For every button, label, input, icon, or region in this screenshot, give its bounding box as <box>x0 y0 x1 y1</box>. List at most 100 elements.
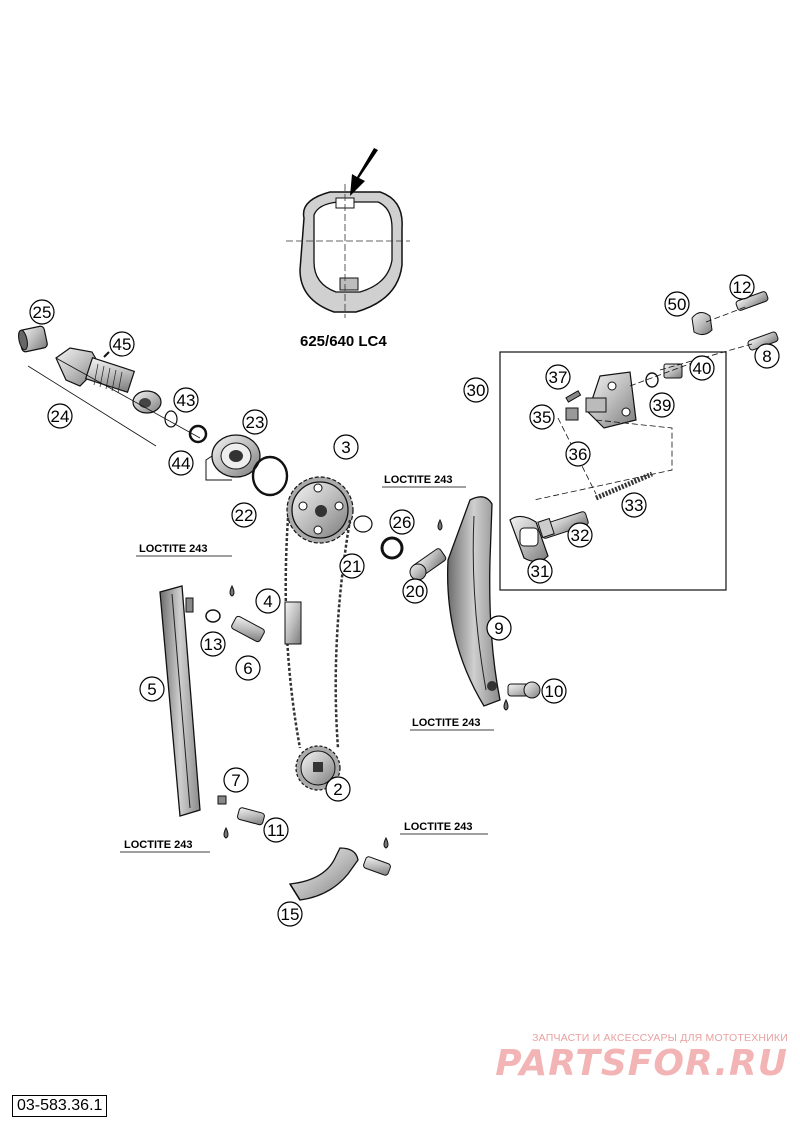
callout-circle <box>235 655 261 681</box>
callout-4: 4 <box>255 588 281 614</box>
callout-circle <box>255 588 281 614</box>
callout-44: 44 <box>168 450 194 476</box>
callout-36: 36 <box>565 441 591 467</box>
bolt-20 <box>409 548 447 581</box>
callout-number: 3 <box>341 438 350 457</box>
bolt-10 <box>507 681 541 699</box>
callout-15: 15 <box>277 901 303 927</box>
callout-number: 36 <box>569 445 588 464</box>
callout-circle <box>729 274 755 300</box>
callout-45: 45 <box>109 331 135 357</box>
callout-6: 6 <box>235 655 261 681</box>
callout-circle <box>389 509 415 535</box>
callout-number: 45 <box>113 335 132 354</box>
tensioner-kit-box <box>499 351 727 591</box>
callout-circle <box>565 441 591 467</box>
callout-39: 39 <box>649 392 675 418</box>
callout-32: 32 <box>567 522 593 548</box>
callout-number: 7 <box>231 771 240 790</box>
callout-40: 40 <box>689 355 715 381</box>
callout-number: 35 <box>533 408 552 427</box>
callout-number: 26 <box>393 513 412 532</box>
callout-circle <box>263 817 289 843</box>
callout-number: 15 <box>281 905 300 924</box>
callout-number: 12 <box>733 278 752 297</box>
callout-37: 37 <box>545 364 571 390</box>
guide-15 <box>288 847 359 901</box>
callout-33: 33 <box>621 492 647 518</box>
engine-label: 625/640 LC4 <box>300 333 387 350</box>
callout-26: 26 <box>389 509 415 535</box>
callout-circle <box>621 492 647 518</box>
callout-number: 44 <box>172 454 191 473</box>
callout-circle <box>29 299 55 325</box>
callout-number: 8 <box>762 347 771 366</box>
camshaft-assembly <box>18 325 208 447</box>
callout-circle <box>463 377 489 403</box>
callout-number: 10 <box>545 682 564 701</box>
callout-circle <box>545 364 571 390</box>
callout-3: 3 <box>333 434 359 460</box>
callout-circle <box>139 676 165 702</box>
callout-number: 11 <box>267 821 285 840</box>
callout-number: 4 <box>263 592 272 611</box>
callout-35: 35 <box>529 404 555 430</box>
callout-circle <box>168 450 194 476</box>
loctite-label-3: LOCTITE 243 <box>412 717 480 729</box>
callout-7: 7 <box>223 767 249 793</box>
callout-number: 30 <box>467 381 486 400</box>
callout-circle <box>529 404 555 430</box>
cam-sprocket <box>286 476 354 544</box>
clip-50 <box>691 312 713 336</box>
callout-circle <box>649 392 675 418</box>
callout-circle <box>173 387 199 413</box>
watermark-logo: PARTSFOR.RU <box>495 1043 788 1084</box>
callout-12: 12 <box>729 274 755 300</box>
callout-circle <box>223 767 249 793</box>
callout-circle <box>47 403 73 429</box>
callout-circle <box>567 522 593 548</box>
callout-22: 22 <box>231 502 257 528</box>
callout-43: 43 <box>173 387 199 413</box>
loctite-label-1: LOCTITE 243 <box>139 543 207 555</box>
callout-circle <box>333 434 359 460</box>
callout-8: 8 <box>754 343 780 369</box>
callout-circle <box>200 631 226 657</box>
loctite-label-4: LOCTITE 243 <box>124 839 192 851</box>
callout-number: 22 <box>235 506 254 525</box>
arrow-icon <box>350 148 378 196</box>
callout-number: 9 <box>494 619 503 638</box>
callout-circle <box>402 578 428 604</box>
callout-50: 50 <box>664 291 690 317</box>
callout-circle <box>231 502 257 528</box>
callout-circle <box>339 553 365 579</box>
callout-circle <box>754 343 780 369</box>
callout-24: 24 <box>47 403 73 429</box>
callout-31: 31 <box>527 558 553 584</box>
callout-11: 11 <box>263 817 289 843</box>
callout-number: 39 <box>653 396 672 415</box>
callout-number: 2 <box>333 780 342 799</box>
callout-circle <box>527 558 553 584</box>
loctite-drop-icon <box>437 518 443 531</box>
callout-20: 20 <box>402 578 428 604</box>
callout-number: 33 <box>625 496 644 515</box>
timing-chain <box>284 517 352 749</box>
callout-5: 5 <box>139 676 165 702</box>
callout-number: 31 <box>531 562 550 581</box>
callout-circle <box>277 901 303 927</box>
callout-9: 9 <box>486 615 512 641</box>
callout-circle <box>486 615 512 641</box>
callout-10: 10 <box>541 678 567 704</box>
callout-13: 13 <box>200 631 226 657</box>
callout-circle <box>689 355 715 381</box>
callout-circle <box>109 331 135 357</box>
loctite-label-5: LOCTITE 243 <box>404 821 472 833</box>
callout-number: 13 <box>204 635 223 654</box>
callout-number: 20 <box>406 582 425 601</box>
callout-number: 23 <box>246 413 265 432</box>
watermark-tagline: ЗАПЧАСТИ И АКСЕССУАРЫ ДЛЯ МОТОТЕХНИКИ <box>532 1032 788 1044</box>
callout-number: 50 <box>668 295 687 314</box>
callout-30: 30 <box>463 377 489 403</box>
